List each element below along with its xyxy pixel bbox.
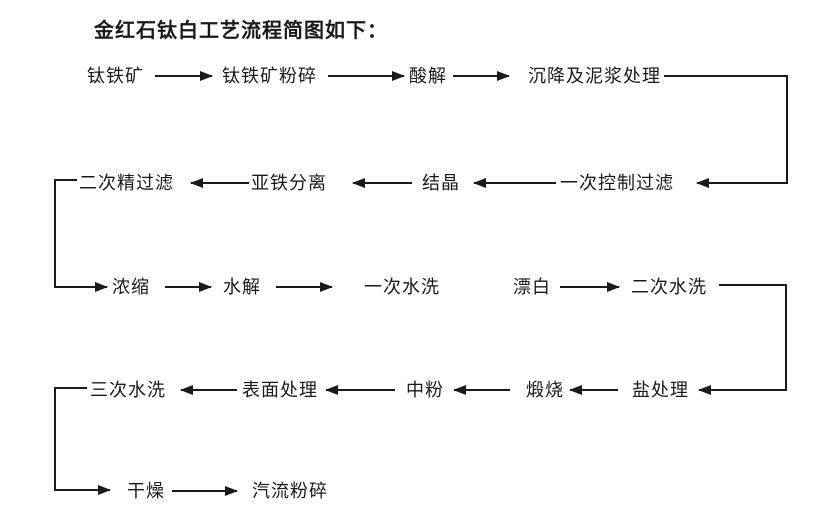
node-concentration: 浓缩 <box>112 277 150 297</box>
node-settling-and-slurry-treatment: 沉降及泥浆处理 <box>528 66 661 86</box>
node-first-controlled-filtration: 一次控制过滤 <box>560 173 674 193</box>
node-acid-hydrolysis: 酸解 <box>409 66 447 86</box>
node-hydrolysis: 水解 <box>223 277 261 297</box>
edge-second-water-washing-to-salt-treatment <box>698 284 787 395</box>
edge-third-water-washing-to-drying <box>54 387 111 495</box>
node-jet-milling: 汽流粉碎 <box>252 481 328 501</box>
node-middle-grinding: 中粉 <box>406 380 444 400</box>
node-second-water-washing: 二次水洗 <box>631 277 707 297</box>
node-salt-treatment: 盐处理 <box>632 380 689 400</box>
node-ilmenite: 钛铁矿 <box>87 66 144 86</box>
node-surface-treatment: 表面处理 <box>242 380 318 400</box>
node-crystallization: 结晶 <box>422 173 460 193</box>
node-second-fine-filtration: 二次精过滤 <box>79 173 174 193</box>
edge-second-fine-filtration-to-concentration <box>54 179 108 292</box>
node-drying: 干燥 <box>127 481 165 501</box>
node-third-water-washing: 三次水洗 <box>90 380 166 400</box>
node-bleaching: 漂白 <box>513 277 551 297</box>
node-calcination: 煅烧 <box>526 380 564 400</box>
node-ferrous-separation: 亚铁分离 <box>251 173 327 193</box>
node-ilmenite-crushing: 钛铁矿粉碎 <box>222 66 317 86</box>
edge-settling-to-first-controlled-filtration <box>664 75 788 188</box>
node-first-water-washing: 一次水洗 <box>364 277 440 297</box>
diagram-title: 金红石钛白工艺流程简图如下： <box>94 20 388 42</box>
